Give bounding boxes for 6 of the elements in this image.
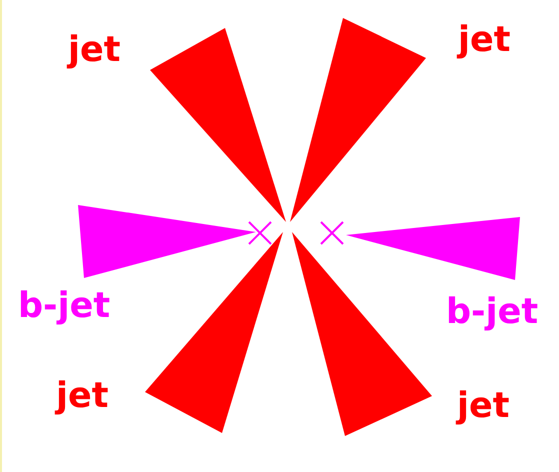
jet-label: jet <box>56 376 108 416</box>
jet-label: jet <box>458 20 510 60</box>
jet-label: b-jet <box>446 292 538 332</box>
jet-label: b-jet <box>18 286 110 326</box>
jet-label: jet <box>457 386 510 426</box>
jet-label: jet <box>68 30 120 70</box>
